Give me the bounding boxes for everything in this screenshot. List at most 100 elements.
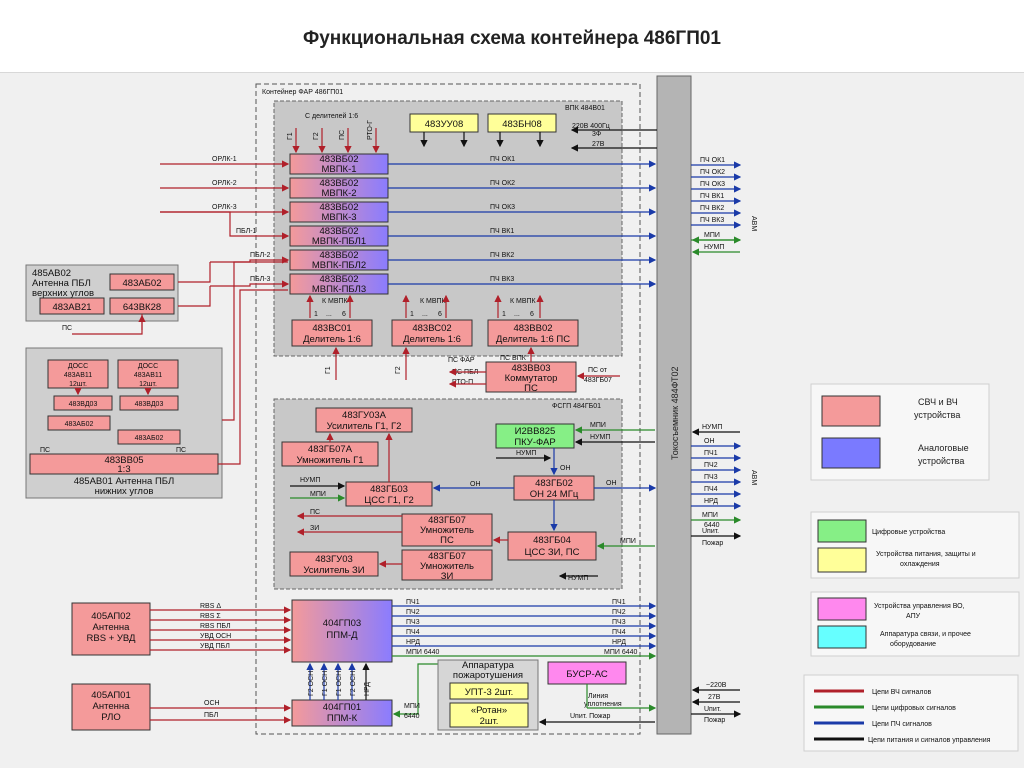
input-g2: Г2 — [313, 132, 320, 140]
svg-text:ПБЛ-1: ПБЛ-1 — [236, 228, 257, 235]
svg-text:483ГБ02: 483ГБ02 — [535, 478, 573, 489]
input-ps: ПС — [339, 130, 346, 140]
block-483bn08-label: 483БН08 — [502, 119, 542, 130]
block-483ab02-top — [109, 273, 175, 291]
svg-text:Uпит.: Uпит. — [704, 706, 721, 713]
block-gb07a — [281, 441, 379, 467]
svg-text:6: 6 — [530, 311, 534, 318]
svg-text:НРД: НРД — [406, 639, 420, 646]
svg-text:устройства: устройства — [918, 456, 964, 466]
svg-text:МВПК-ПБЛ3: МВПК-ПБЛ3 — [312, 284, 366, 295]
fsgp-label: ФСГП 484ГБ01 — [552, 403, 601, 410]
svg-text:уплотнения: уплотнения — [584, 701, 622, 708]
page-title: Функциональная схема контейнера 486ГП01 — [303, 28, 721, 49]
block-doss-1 — [47, 359, 109, 389]
trunk-label: Токосъемник 484ФТ02 — [670, 367, 680, 460]
power-3f: 3Ф — [592, 131, 601, 138]
ppm-vertical-links: Г2 ОСН Г1 ОСН Г1 ОСН Г2 ОСН НРД МПИ 6440 — [306, 662, 441, 720]
legend-swatch-analog — [821, 437, 881, 469]
ant-top-title-3: верхних углов — [32, 288, 94, 299]
svg-text:Пожар: Пожар — [702, 540, 723, 547]
ant-top-ps: ПС — [62, 325, 72, 332]
svg-text:...: ... — [514, 311, 520, 318]
svg-text:Цепи питания и сигналов управл: Цепи питания и сигналов управления — [868, 737, 991, 744]
svg-text:ППМ-К: ППМ-К — [327, 713, 358, 724]
svg-text:Умножитель: Умножитель — [420, 525, 474, 536]
svg-text:Усилитель ЗИ: Усилитель ЗИ — [303, 565, 364, 576]
input-g1: Г1 — [287, 132, 294, 140]
svg-text:ПБЛ: ПБЛ — [204, 712, 219, 719]
svg-text:ПЧ2: ПЧ2 — [406, 609, 420, 616]
svg-text:ПБЛ-2: ПБЛ-2 — [250, 252, 271, 259]
svg-text:ОН: ОН — [606, 480, 617, 487]
svg-text:RBS ПБЛ: RBS ПБЛ — [200, 623, 231, 630]
ppm-outputs: ПЧ1 ПЧ1 ПЧ2 ПЧ2 ПЧ3 ПЧ3 ПЧ4 ПЧ4 НРД НРД … — [392, 599, 657, 660]
svg-text:483ВС02: 483ВС02 — [412, 323, 451, 334]
block-gu03a — [315, 407, 413, 433]
svg-text:483АБ02: 483АБ02 — [65, 421, 94, 428]
svg-text:ЦСС Г1, Г2: ЦСС Г1, Г2 — [364, 495, 414, 506]
svg-text:404ГП03: 404ГП03 — [323, 618, 361, 629]
svg-text:ПЧ4: ПЧ4 — [704, 486, 718, 493]
svg-text:ПЧ4: ПЧ4 — [612, 629, 626, 636]
svg-text:НРД: НРД — [364, 682, 371, 696]
svg-text:НРД: НРД — [612, 639, 626, 646]
svg-text:483ГБ07А: 483ГБ07А — [308, 444, 353, 455]
svg-text:МПИ 6440: МПИ 6440 — [604, 649, 638, 656]
svg-text:ПКУ-ФАР: ПКУ-ФАР — [514, 437, 555, 448]
svg-text:К МВПК: К МВПК — [322, 298, 349, 305]
svg-text:483ГУ03: 483ГУ03 — [315, 554, 353, 565]
g2-label: Г2 — [395, 366, 402, 374]
b3-label: 643ВК28 — [123, 302, 161, 313]
svg-text:Uпит.: Uпит. — [702, 528, 719, 535]
svg-text:НУМП: НУМП — [300, 477, 320, 484]
svg-text:охлаждения: охлаждения — [900, 561, 940, 568]
svg-text:НУМП: НУМП — [590, 434, 610, 441]
svg-text:ПЧ ВК1: ПЧ ВК1 — [700, 193, 724, 200]
svg-text:ДОСС: ДОСС — [138, 363, 158, 370]
svg-text:405АП01: 405АП01 — [91, 690, 130, 701]
svg-text:ПЧ ВК2: ПЧ ВК2 — [700, 205, 724, 212]
vpk-label: ВПК 484В01 — [565, 105, 605, 112]
svg-text:Г2 ОСН: Г2 ОСН — [350, 671, 357, 696]
svg-text:НУМП: НУМП — [702, 424, 722, 431]
svg-text:483ВБ02: 483ВБ02 — [320, 250, 359, 261]
svg-text:483ВВ05: 483ВВ05 — [104, 455, 143, 466]
block-iv825 — [495, 423, 575, 449]
svg-text:Делитель 1:6 ПС: Делитель 1:6 ПС — [496, 334, 570, 345]
svg-text:1: 1 — [410, 311, 414, 318]
kom-l3: ПС — [524, 383, 538, 394]
svg-text:ОРЛК-1: ОРЛК-1 — [212, 156, 237, 163]
svg-text:RBS + УВД: RBS + УВД — [87, 633, 137, 644]
legend-swatch-power — [817, 547, 867, 573]
b2-label: 483АВ21 — [52, 302, 91, 313]
vpk-top-input-label: С делителей 1:6 — [305, 112, 358, 120]
svg-text:ПЧ ОК2: ПЧ ОК2 — [700, 169, 725, 176]
svg-text:ППМ-Д: ППМ-Д — [326, 630, 358, 641]
svg-text:МВПК-ПБЛ2: МВПК-ПБЛ2 — [312, 260, 366, 271]
svg-text:К МВПК: К МВПК — [510, 298, 537, 305]
svg-text:ПЧ3: ПЧ3 — [406, 619, 420, 626]
svg-text:...: ... — [422, 311, 428, 318]
svg-text:ПЧ ОК1: ПЧ ОК1 — [490, 156, 515, 163]
svg-text:ОН: ОН — [560, 465, 571, 472]
block-ab02-1 — [47, 415, 111, 431]
svg-text:12шт.: 12шт. — [69, 381, 87, 388]
svg-text:ПЧ1: ПЧ1 — [406, 599, 420, 606]
svg-text:483ВВ02: 483ВВ02 — [513, 323, 552, 334]
svg-text:пожаротушения: пожаротушения — [453, 670, 523, 681]
svg-text:Антенна: Антенна — [93, 701, 131, 712]
svg-text:МВПК-2: МВПК-2 — [321, 188, 356, 199]
block-483vv03 — [485, 361, 577, 393]
svg-text:485АВ01 Антенна ПБЛ: 485АВ01 Антенна ПБЛ — [74, 476, 175, 487]
svg-text:12шт.: 12шт. — [139, 381, 157, 388]
svg-text:нижних углов: нижних углов — [95, 486, 154, 497]
svg-text:УВД ПБЛ: УВД ПБЛ — [200, 643, 230, 650]
svg-text:УВД ОСН: УВД ОСН — [200, 633, 231, 640]
svg-text:483ГБ03: 483ГБ03 — [370, 484, 408, 495]
svg-text:ПЧ2: ПЧ2 — [612, 609, 626, 616]
svg-text:483ГБ07: 483ГБ07 — [428, 515, 466, 526]
svg-text:Цепи цифровых сигналов: Цепи цифровых сигналов — [872, 705, 956, 712]
svg-text:2шт.: 2шт. — [480, 716, 499, 727]
